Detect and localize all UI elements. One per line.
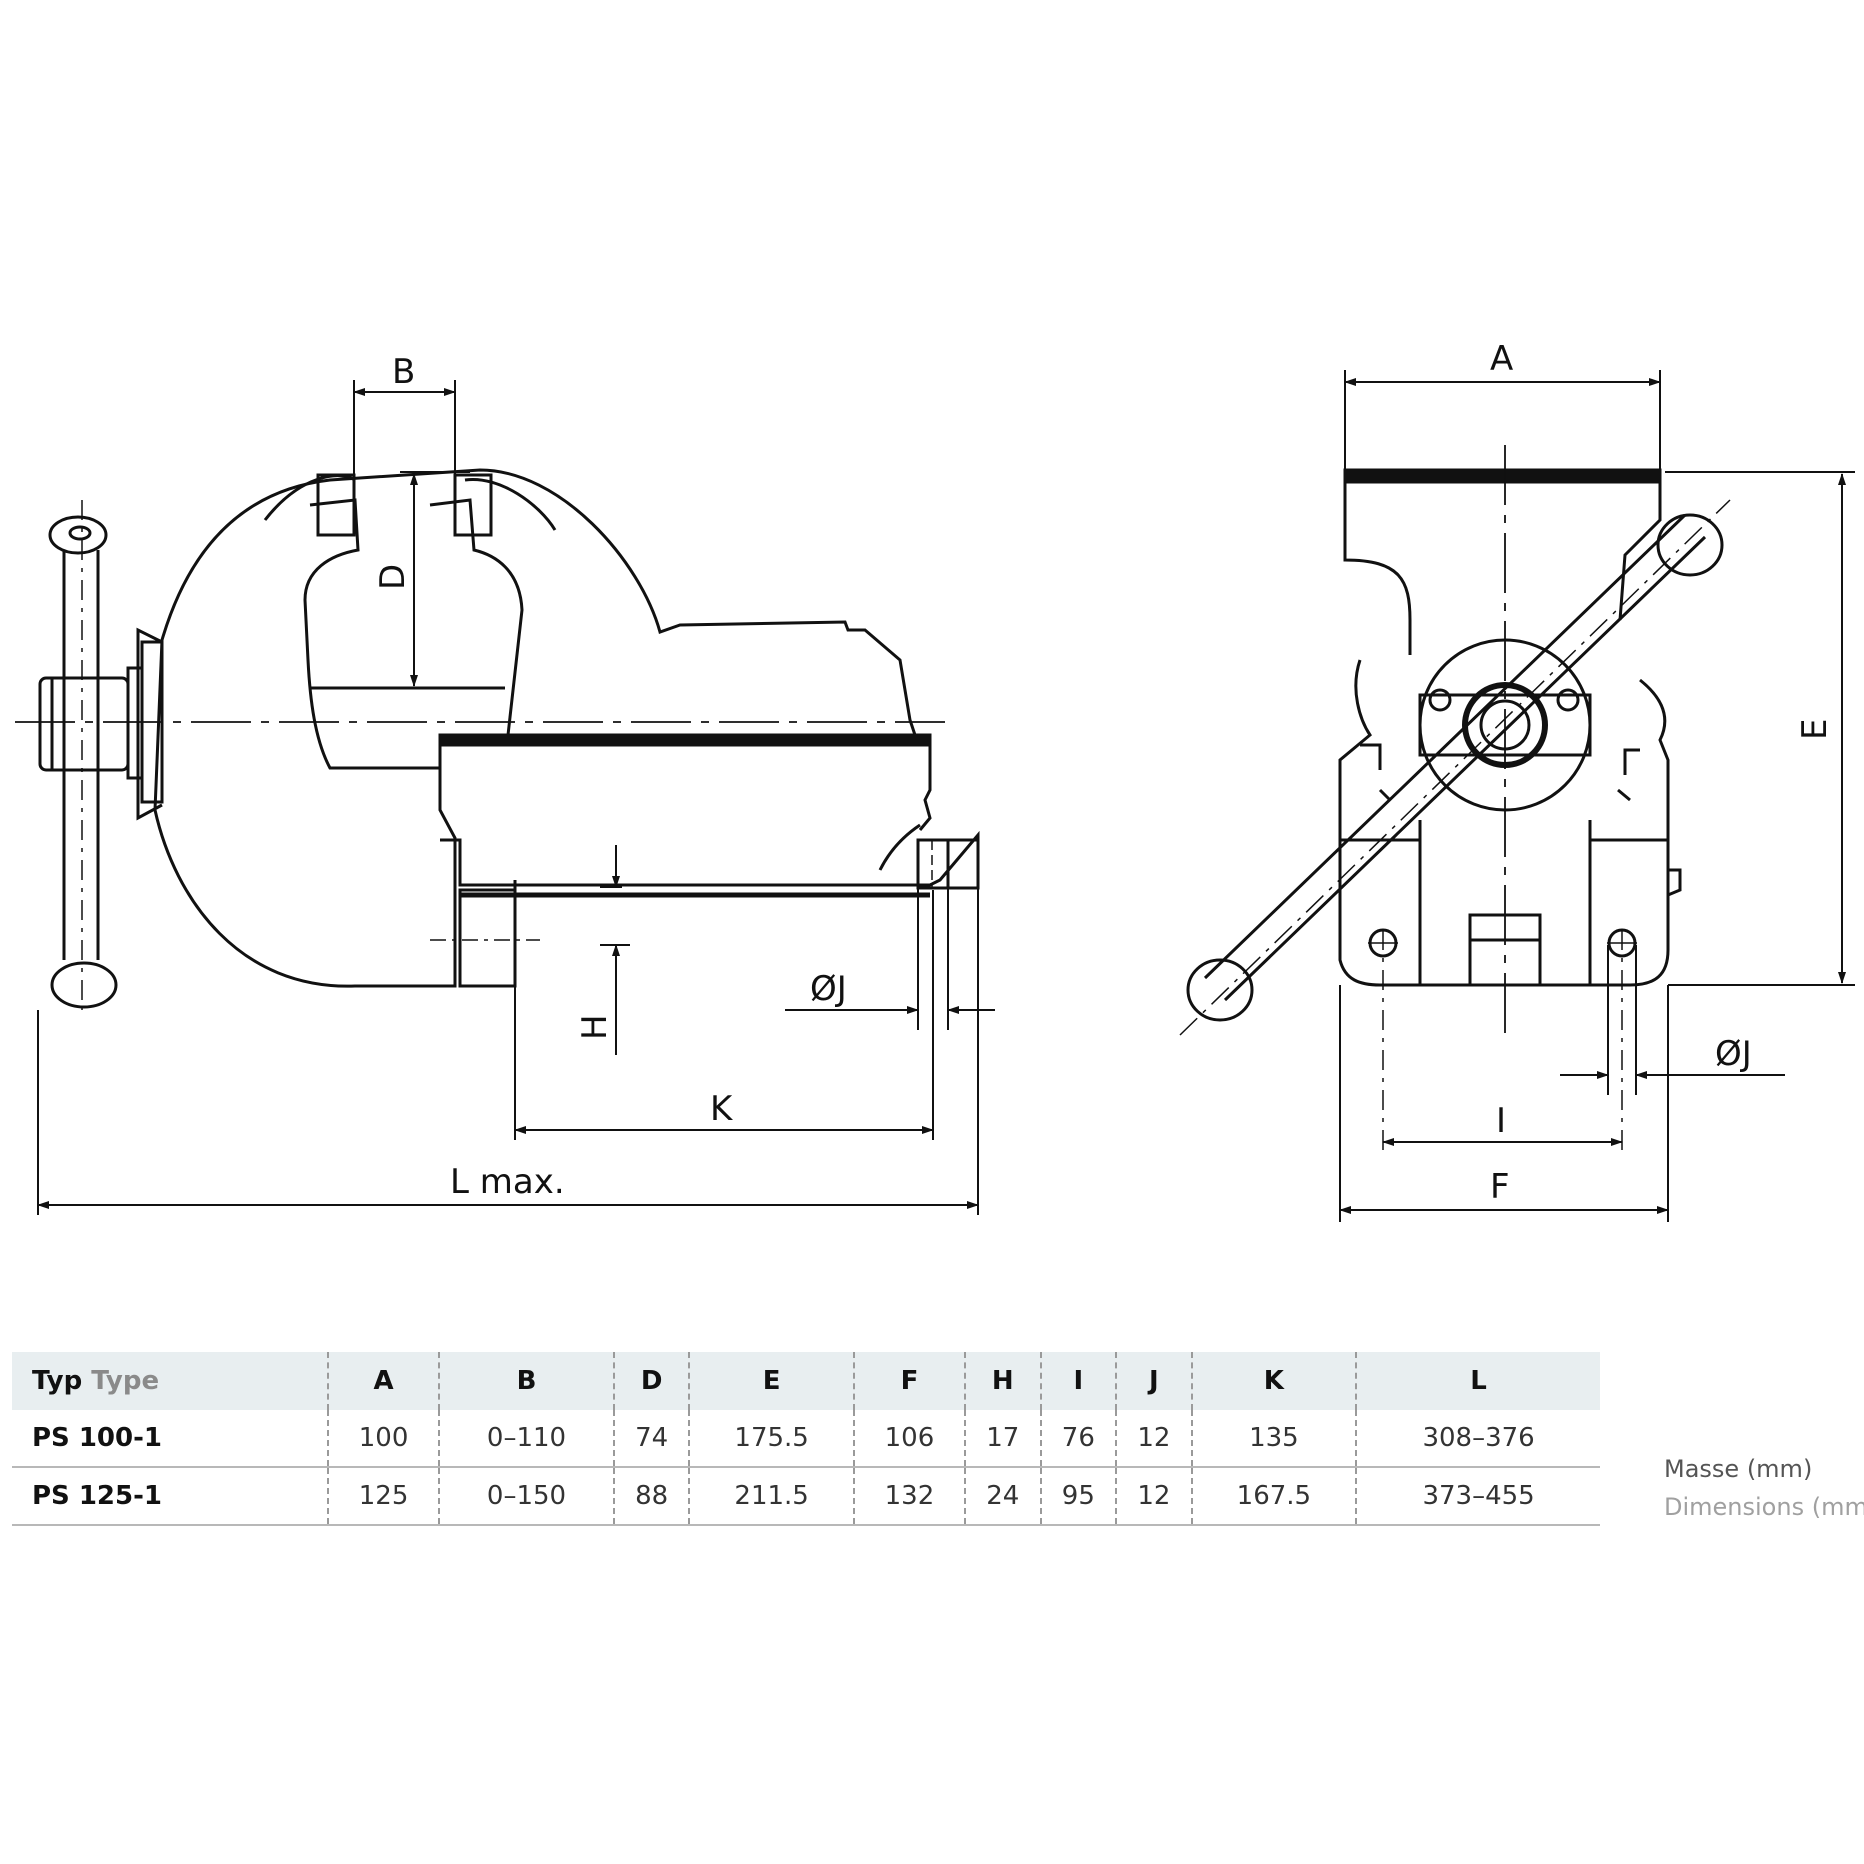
label-J-front: ØJ (1715, 1034, 1752, 1074)
table-header-row: Typ Type A B D E F H I J K L (12, 1352, 1600, 1410)
vise-body (153, 468, 918, 988)
front-labels: A E ØJ I F (1490, 339, 1835, 1207)
label-E: E (1795, 719, 1835, 740)
header-col: J (1115, 1352, 1192, 1410)
header-col: K (1190, 1352, 1357, 1410)
header-type-de: Typ (32, 1366, 83, 1396)
units-note: Masse (mm) Dimensions (mm (1664, 1450, 1864, 1526)
table-cell: 95 (1039, 1467, 1117, 1525)
table-cell: 0–110 (438, 1410, 614, 1467)
label-B: B (392, 352, 415, 392)
table-cell: 308–376 (1355, 1410, 1600, 1467)
label-A: A (1490, 339, 1513, 379)
table-cell: 74 (612, 1410, 690, 1467)
units-note-en: Dimensions (mm (1664, 1493, 1864, 1521)
row-type: PS 125-1 (32, 1481, 162, 1511)
table-cell: 0–150 (438, 1467, 614, 1525)
label-F: F (1490, 1167, 1510, 1207)
table-cell: 135 (1190, 1410, 1357, 1467)
dimension-table: Typ Type A B D E F H I J K L PS 100-1 10… (12, 1352, 1600, 1526)
label-D: D (373, 564, 413, 590)
header-col: B (438, 1352, 614, 1410)
front-view (1179, 445, 1731, 1150)
table-cell: 12 (1115, 1467, 1192, 1525)
side-labels: B D H ØJ K L max. (373, 352, 847, 1202)
table-cell: 100 (326, 1410, 440, 1467)
table-row: PS 125-1 125 0–150 88 211.5 132 24 95 12… (12, 1467, 1600, 1525)
header-col: D (612, 1352, 690, 1410)
header-type: Typ Type (12, 1352, 328, 1410)
header-col: F (852, 1352, 966, 1410)
table-cell: 12 (1115, 1410, 1192, 1467)
table-cell: 175.5 (688, 1410, 854, 1467)
table-cell: 167.5 (1190, 1467, 1357, 1525)
table-cell: 76 (1039, 1410, 1117, 1467)
label-J-side: ØJ (810, 969, 847, 1009)
header-col: I (1039, 1352, 1117, 1410)
header-col: H (964, 1352, 1041, 1410)
label-K: K (710, 1089, 734, 1129)
table-cell: 132 (852, 1467, 966, 1525)
table-cell: 211.5 (688, 1467, 854, 1525)
front-dimensions (1339, 370, 1855, 1222)
label-I: I (1496, 1101, 1506, 1141)
table-cell: 24 (964, 1467, 1041, 1525)
table-cell: 88 (612, 1467, 690, 1525)
table-cell: 125 (326, 1467, 440, 1525)
label-L: L max. (450, 1162, 565, 1202)
header-col: L (1355, 1352, 1600, 1410)
label-H: H (575, 1014, 615, 1040)
header-col: A (326, 1352, 440, 1410)
side-view (15, 468, 980, 1010)
table-cell: 373–455 (1355, 1467, 1600, 1525)
header-col: E (688, 1352, 854, 1410)
table-row: PS 100-1 100 0–110 74 175.5 106 17 76 12… (12, 1410, 1600, 1467)
side-dimensions (37, 380, 995, 1215)
table-cell: 17 (964, 1410, 1041, 1467)
row-type: PS 100-1 (32, 1423, 162, 1453)
table-cell: 106 (852, 1410, 966, 1467)
side-handle (38, 500, 144, 1010)
header-type-en: Type (91, 1366, 160, 1396)
units-note-de: Masse (mm) (1664, 1455, 1813, 1483)
